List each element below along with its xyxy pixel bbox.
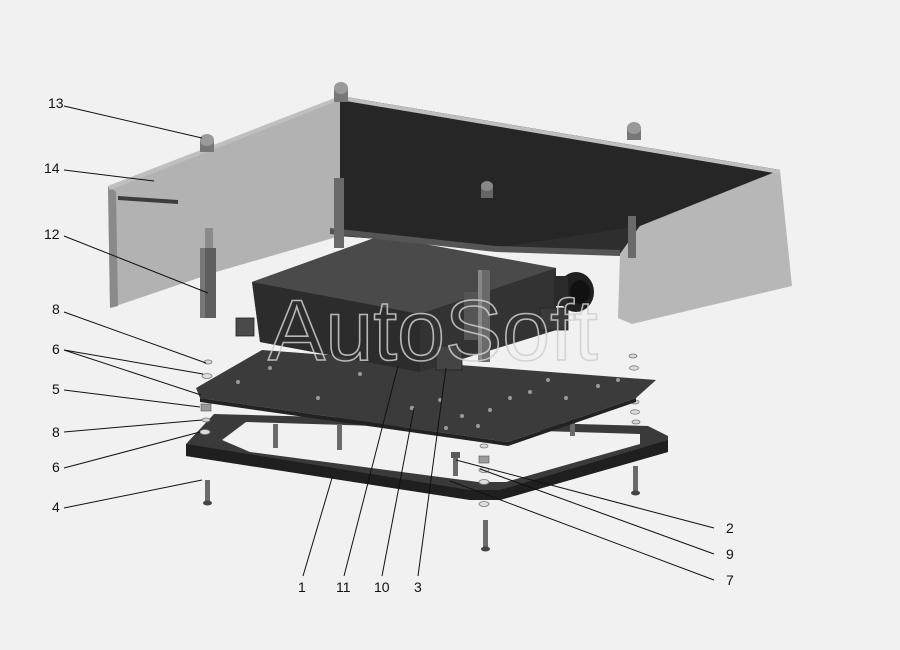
cap-nut-right	[627, 122, 641, 140]
callout-8-upper: 8	[52, 301, 60, 317]
callout-10: 10	[374, 579, 390, 595]
bolt-2	[451, 452, 460, 476]
standoff-center-front	[478, 270, 490, 362]
callout-2: 2	[726, 520, 734, 536]
callout-1: 1	[298, 579, 306, 595]
cap-nut-top	[334, 82, 348, 102]
bolt-lower-center	[481, 520, 490, 552]
callout-13: 13	[48, 95, 64, 111]
callout-8-lower: 8	[52, 424, 60, 440]
callout-6-lower: 6	[52, 459, 60, 475]
bolt-lower-right	[631, 466, 640, 496]
callout-9: 9	[726, 546, 734, 562]
callout-14: 14	[44, 160, 60, 176]
standoffs	[200, 178, 636, 362]
cap-nut-13	[200, 134, 214, 152]
bolt-frame-left	[273, 424, 278, 448]
callout-labels: 13 14 12 8 6 5 8 6 4 2 9 7 1 11 10 3	[44, 95, 734, 595]
standoff-center-left	[334, 178, 344, 248]
callout-5: 5	[52, 381, 60, 397]
cap-nuts	[200, 82, 641, 198]
frame-gasket	[186, 414, 668, 500]
standoff-12	[200, 228, 216, 318]
callout-7: 7	[726, 572, 734, 588]
callout-11: 11	[336, 579, 351, 595]
callout-3: 3	[414, 579, 422, 595]
watermark: AutoSoft	[268, 283, 598, 379]
bolt-frame-right	[570, 412, 575, 436]
mounting-plate	[196, 350, 656, 446]
cap-nut-inner	[481, 181, 493, 198]
bolt-frame-mid	[337, 424, 342, 450]
lower-bolts	[203, 412, 640, 552]
connector-plug	[554, 272, 594, 312]
bolt-4	[203, 480, 212, 506]
standoff-right	[628, 216, 636, 258]
callout-6-upper: 6	[52, 341, 60, 357]
cover-lid	[108, 96, 792, 324]
leader-lines	[63, 105, 715, 581]
callout-12: 12	[44, 226, 60, 242]
callout-4: 4	[52, 499, 60, 515]
